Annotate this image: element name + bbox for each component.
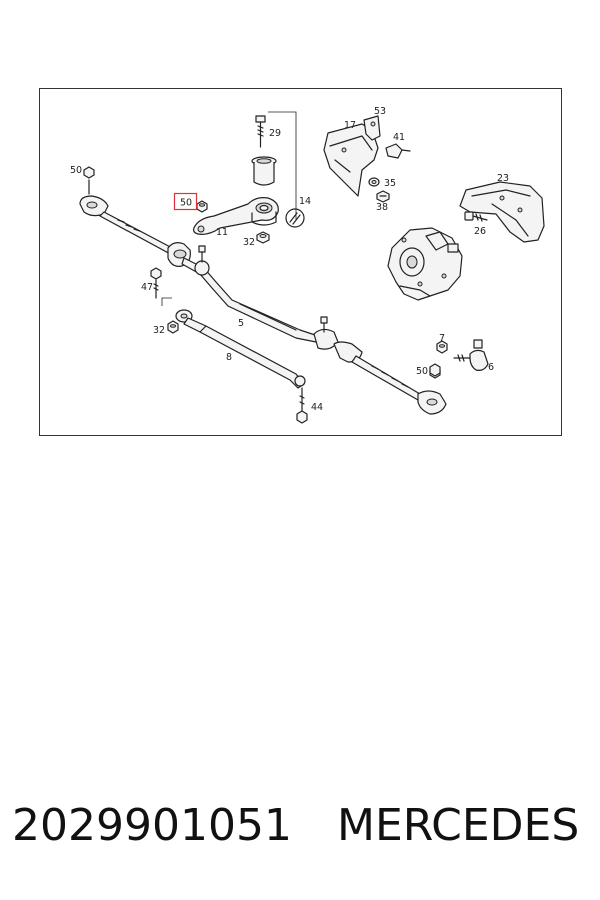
callout-50-highlighted: 50 xyxy=(180,198,192,209)
idler-bushing xyxy=(251,156,277,186)
part-8-steering-damper xyxy=(175,309,306,389)
part-35-washer xyxy=(368,177,380,187)
brand-caption: MERCEDES xyxy=(337,800,580,851)
steering-gear-box xyxy=(387,227,463,301)
part-32-nut-upper xyxy=(256,231,270,244)
part-7-nut xyxy=(436,340,448,354)
part-50-nut-right xyxy=(429,363,441,377)
diagram-frame xyxy=(39,88,562,436)
right-tie-rod xyxy=(333,341,421,401)
part-number-caption: 2029901051 xyxy=(12,800,292,851)
callout-50-left: 50 xyxy=(70,165,82,176)
callout-17: 17 xyxy=(344,120,356,131)
part-6-ball-joint xyxy=(453,339,489,371)
callout-26: 26 xyxy=(474,226,486,237)
part-17-bracket xyxy=(323,115,381,197)
part-26-bolt xyxy=(464,211,488,222)
callout-7: 7 xyxy=(439,333,445,344)
part-47-bolt xyxy=(150,267,162,299)
highlight-box xyxy=(173,192,198,211)
part-50-nut-highlighted xyxy=(196,200,208,213)
callout-32-upper: 32 xyxy=(243,237,255,248)
callout-50-right: 50 xyxy=(416,366,428,377)
part-11-idler-arm xyxy=(192,197,279,235)
callout-8: 8 xyxy=(226,352,232,363)
part-44-bolt xyxy=(296,387,308,424)
callout-11: 11 xyxy=(216,227,228,238)
callout-29: 29 xyxy=(269,128,281,139)
part-29-bolt xyxy=(255,115,266,148)
callout-23: 23 xyxy=(497,173,509,184)
callout-14: 14 xyxy=(299,196,311,207)
callout-41: 41 xyxy=(393,132,405,143)
callout-5: 5 xyxy=(238,318,244,329)
group-bracket-line xyxy=(268,111,297,220)
callout-32-lower: 32 xyxy=(153,325,165,336)
part-32-nut-lower xyxy=(167,320,179,334)
callout-53: 53 xyxy=(374,106,386,117)
bolt-bracket-line xyxy=(161,297,172,306)
callout-35: 35 xyxy=(384,178,396,189)
callout-47: 47 xyxy=(141,282,153,293)
part-14-ring xyxy=(285,208,305,228)
callout-38: 38 xyxy=(376,202,388,213)
part-23-bracket xyxy=(459,181,545,243)
part-41-clip xyxy=(385,143,411,159)
callout-6: 6 xyxy=(488,362,494,373)
left-tie-rod-end xyxy=(79,166,109,217)
callout-44: 44 xyxy=(311,402,323,413)
left-tie-rod xyxy=(99,211,177,257)
part-38-screw xyxy=(376,190,390,203)
